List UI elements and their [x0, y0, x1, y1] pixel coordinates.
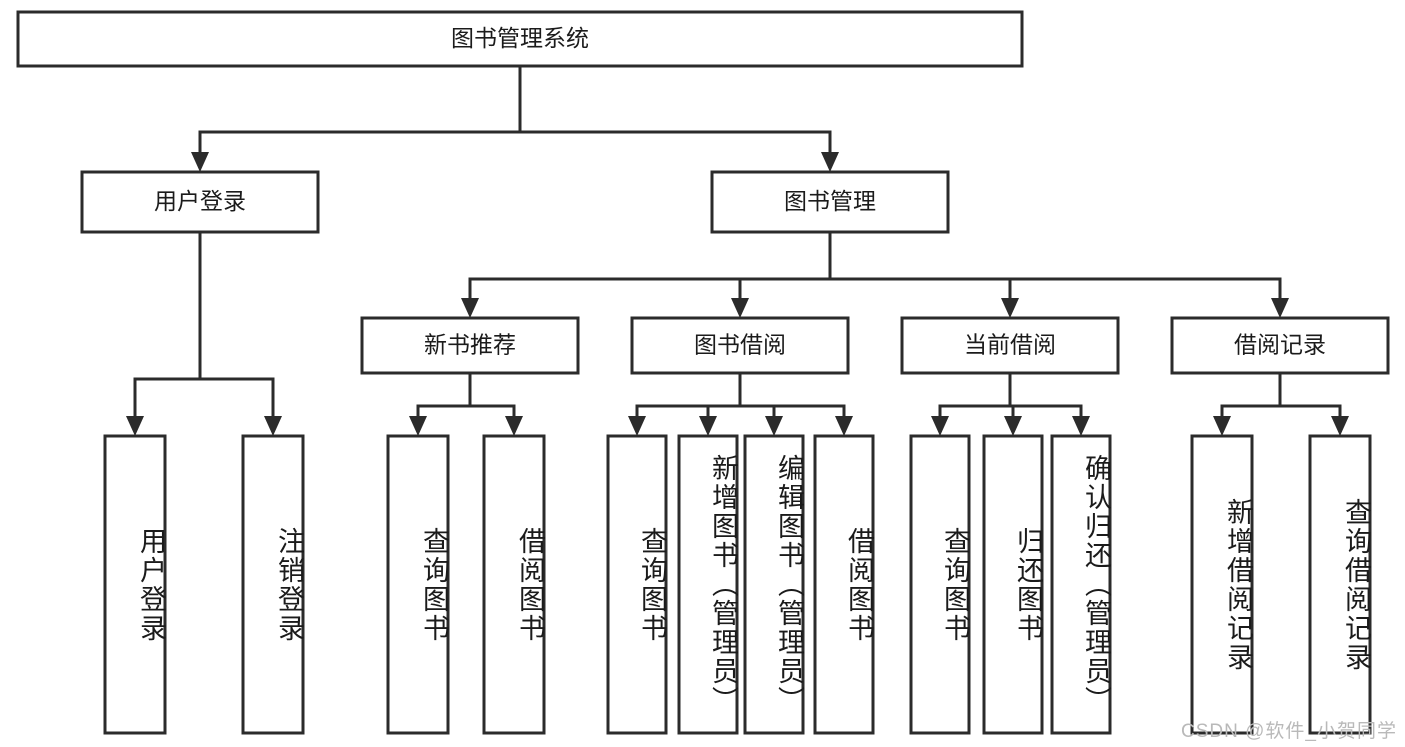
node-current-borrow[interactable] — [900, 316, 1120, 375]
node-leaf-add-record[interactable] — [1190, 434, 1254, 735]
arrow-head-icon — [191, 152, 209, 172]
arrow-head-icon — [264, 416, 282, 436]
edges-layer — [126, 64, 1349, 436]
node-label-borrow-record: 借阅记录 — [1234, 332, 1326, 358]
node-root[interactable] — [16, 10, 1024, 68]
node-leaf-query-record[interactable] — [1308, 434, 1372, 735]
node-book-borrow[interactable] — [630, 316, 850, 375]
arrow-head-icon — [505, 416, 523, 436]
arrow-head-icon — [1331, 416, 1349, 436]
node-label-user-login: 用户登录 — [154, 188, 246, 214]
node-label-current-borrow: 当前借阅 — [964, 332, 1056, 358]
node-user-login[interactable] — [80, 170, 320, 234]
node-leaf-borrow-book-1[interactable] — [482, 434, 546, 735]
node-leaf-add-book[interactable] — [677, 434, 739, 735]
arrow-head-icon — [731, 298, 749, 318]
node-leaf-query-book-1[interactable] — [386, 434, 450, 735]
arrow-head-icon — [931, 416, 949, 436]
watermark-text: CSDN @软件_小贺同学 — [1181, 721, 1397, 742]
arrow-head-icon — [409, 416, 427, 436]
arrow-head-icon — [835, 416, 853, 436]
node-label-book-borrow: 图书借阅 — [694, 332, 786, 358]
node-new-book-recommend[interactable] — [360, 316, 580, 375]
node-leaf-edit-book[interactable] — [743, 434, 805, 735]
node-leaf-confirm-return[interactable] — [1050, 434, 1112, 735]
node-book-manage[interactable] — [710, 170, 950, 234]
node-label-root: 图书管理系统 — [451, 25, 589, 51]
node-borrow-record[interactable] — [1170, 316, 1390, 375]
node-label-new-book-recommend: 新书推荐 — [424, 332, 516, 358]
arrow-head-icon — [821, 152, 839, 172]
arrow-head-icon — [126, 416, 144, 436]
arrow-head-icon — [461, 298, 479, 318]
arrow-head-icon — [1072, 416, 1090, 436]
arrow-head-icon — [628, 416, 646, 436]
node-leaf-return-book[interactable] — [982, 434, 1044, 735]
arrow-head-icon — [1271, 298, 1289, 318]
node-leaf-borrow-book-2[interactable] — [813, 434, 875, 735]
node-leaf-query-book-3[interactable] — [909, 434, 971, 735]
arrow-head-icon — [765, 416, 783, 436]
arrow-head-icon — [1213, 416, 1231, 436]
node-leaf-user-logout[interactable] — [241, 434, 305, 735]
arrow-head-icon — [1001, 298, 1019, 318]
node-leaf-query-book-2[interactable] — [606, 434, 668, 735]
node-label-book-manage: 图书管理 — [784, 188, 876, 214]
arrow-head-icon — [1004, 416, 1022, 436]
arrow-head-icon — [699, 416, 717, 436]
node-leaf-user-login[interactable] — [103, 434, 167, 735]
